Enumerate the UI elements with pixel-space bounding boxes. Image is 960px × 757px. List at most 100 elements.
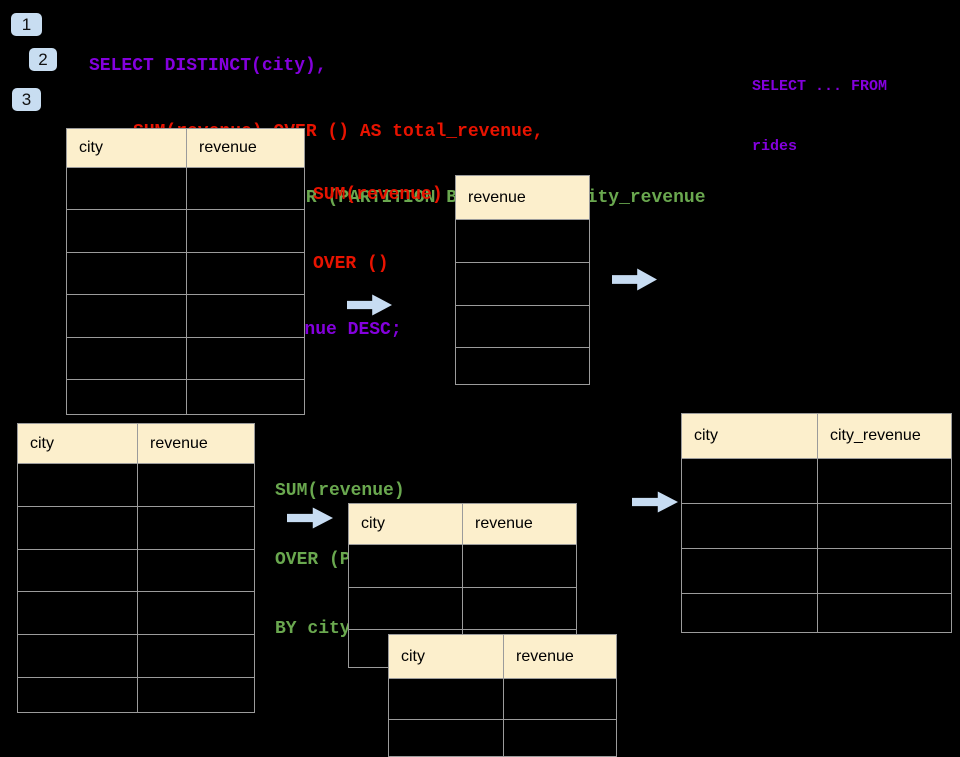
table-cell (138, 592, 254, 634)
table-row (67, 294, 304, 337)
label-sum-over-partition-line-3: BY city) (275, 619, 362, 639)
table-row (18, 676, 254, 712)
table-cell (67, 210, 187, 252)
table-cell (682, 459, 818, 503)
table-cell (818, 594, 951, 632)
table-cell (187, 338, 304, 379)
table-cell (682, 594, 818, 632)
side-note-select-from-rides: SELECT ... FROM rides (752, 37, 887, 177)
table-row (389, 678, 616, 719)
table-cell (463, 588, 576, 630)
sql-line-select: SELECT DISTINCT(city), (89, 56, 327, 76)
table-header-row: city revenue (67, 129, 304, 167)
table-source-top: city revenue (66, 128, 305, 415)
table-body (18, 463, 254, 712)
table-header-row: city city_revenue (682, 414, 951, 458)
table-row (456, 219, 589, 262)
table-header-row: city revenue (389, 635, 616, 678)
table-cell (18, 635, 138, 677)
table-cell (138, 678, 254, 712)
column-header-city: city (67, 129, 187, 167)
table-row (67, 336, 304, 379)
table-source-bottom: city revenue (17, 423, 255, 713)
table-header-row: city revenue (349, 504, 576, 544)
table-row (67, 167, 304, 210)
table-cell (18, 592, 138, 635)
column-header-revenue: revenue (468, 188, 526, 206)
table-cell (682, 549, 818, 593)
table-row (349, 544, 576, 587)
table-cell (456, 348, 589, 384)
table-cell (187, 168, 304, 209)
label-sum-over-all: SUM(revenue) OVER () (313, 138, 443, 299)
column-header-revenue: revenue (199, 139, 257, 156)
table-cell (187, 295, 304, 336)
table-cell (187, 380, 304, 414)
table-cell (463, 545, 576, 587)
table-row (349, 586, 576, 630)
column-header-revenue: revenue (475, 515, 533, 532)
table-cell (67, 295, 187, 337)
step-badge-3: 3 (12, 88, 41, 111)
table-cell (187, 253, 304, 294)
table-row (389, 719, 616, 756)
step-badge-2: 2 (29, 48, 57, 71)
table-body (456, 219, 589, 384)
table-cell (18, 464, 138, 506)
step-badge-1: 1 (11, 13, 42, 36)
column-header-city: city (18, 424, 138, 463)
table-row (18, 634, 254, 677)
table-row (67, 251, 304, 295)
table-row (456, 261, 589, 305)
table-row (67, 209, 304, 252)
side-note-line-1: SELECT ... FROM (752, 78, 888, 95)
table-result: city city_revenue (681, 413, 952, 633)
table-cell (18, 677, 138, 712)
label-sum-over-all-line-1: SUM(revenue) (313, 185, 443, 205)
table-body (389, 678, 616, 756)
table-partition-b: city revenue (388, 634, 617, 757)
table-row (18, 505, 254, 549)
table-cell (18, 549, 138, 592)
right-arrow-icon (632, 491, 678, 513)
table-cell (818, 504, 951, 548)
table-row (456, 347, 589, 384)
table-cell (138, 550, 254, 592)
table-row (18, 548, 254, 592)
table-cell (456, 220, 589, 262)
table-cell (138, 507, 254, 549)
table-header-row: revenue (456, 176, 589, 219)
table-row (682, 548, 951, 593)
column-header-revenue: revenue (150, 434, 208, 452)
table-total-revenue: revenue (455, 175, 590, 385)
table-cell (818, 459, 951, 503)
table-row (456, 304, 589, 348)
table-body (682, 458, 951, 632)
column-header-city-revenue: city_revenue (830, 427, 921, 444)
column-header-city: city (389, 635, 504, 678)
column-header-city: city (682, 414, 818, 458)
table-cell (67, 337, 187, 379)
table-row (682, 503, 951, 548)
table-cell (138, 635, 254, 677)
table-row (67, 378, 304, 414)
table-cell (456, 263, 589, 305)
table-row (682, 593, 951, 632)
label-sum-over-partition-line-1: SUM(revenue) (275, 481, 405, 501)
column-header-revenue: revenue (516, 647, 574, 665)
table-cell (67, 252, 187, 295)
label-sum-over-all-line-2: OVER () (313, 254, 389, 274)
table-cell (349, 587, 463, 630)
table-row (18, 463, 254, 506)
table-row (682, 458, 951, 503)
table-cell (504, 720, 616, 756)
table-cell (389, 679, 504, 719)
table-cell (67, 379, 187, 414)
table-cell (504, 679, 616, 719)
table-cell (349, 545, 463, 587)
table-cell (67, 168, 187, 210)
column-header-city: city (349, 504, 463, 544)
side-note-line-2: rides (752, 138, 798, 155)
table-cell (138, 464, 254, 506)
table-cell (18, 506, 138, 549)
